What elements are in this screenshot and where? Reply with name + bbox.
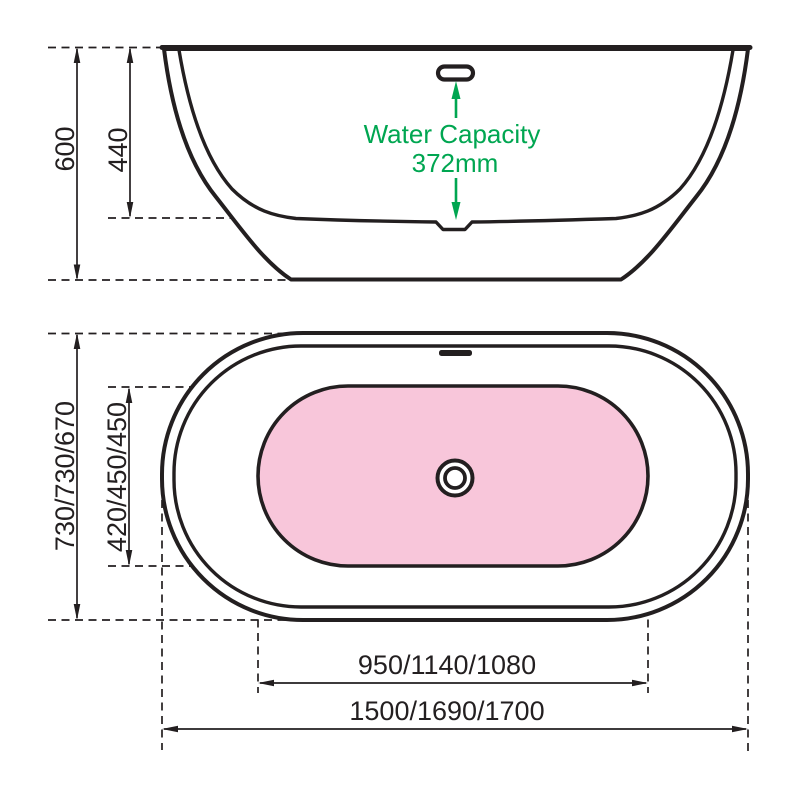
dimension-overall-length: 1500/1690/1700 bbox=[162, 696, 748, 733]
drain-icon bbox=[435, 458, 475, 498]
capacity-arrowhead-down bbox=[451, 202, 461, 220]
tub-plan-inner-rim bbox=[172, 344, 738, 609]
arrowhead-left bbox=[162, 725, 178, 733]
top-view: 730/730/670 420/450/450 950/1140/1080 bbox=[48, 331, 750, 752]
arrowhead-down bbox=[125, 550, 133, 566]
overall-length-label: 1500/1690/1700 bbox=[349, 696, 544, 726]
capacity-arrowhead-up bbox=[451, 81, 461, 99]
arrowhead-up bbox=[73, 333, 81, 349]
dimension-inner-length: 950/1140/1080 bbox=[258, 650, 648, 687]
arrowhead-up bbox=[73, 47, 81, 63]
arrowhead-right bbox=[732, 725, 748, 733]
arrowhead-left bbox=[258, 679, 274, 687]
arrowhead-up bbox=[125, 387, 133, 403]
inner-width-label: 420/450/450 bbox=[102, 402, 132, 552]
drain-outer-ring bbox=[435, 458, 475, 498]
overall-height-label: 600 bbox=[50, 126, 80, 171]
arrowhead-up bbox=[126, 47, 134, 63]
inner-length-label: 950/1140/1080 bbox=[358, 650, 536, 680]
tub-outer-profile bbox=[162, 47, 750, 282]
water-capacity-value: 372mm bbox=[412, 148, 499, 178]
drain-inner-ring bbox=[443, 466, 467, 490]
overflow-slot-icon bbox=[439, 350, 472, 356]
dimension-inner-depth: 440 bbox=[103, 47, 134, 218]
water-capacity-label: Water Capacity bbox=[364, 119, 541, 149]
tub-inner-bowl bbox=[177, 48, 735, 232]
arrowhead-down bbox=[73, 264, 81, 281]
dimension-inner-width: 420/450/450 bbox=[102, 387, 133, 566]
inner-depth-label: 440 bbox=[103, 127, 133, 172]
water-capacity-annotation: Water Capacity 372mm bbox=[364, 81, 541, 220]
arrowhead-right bbox=[632, 679, 648, 687]
overflow-icon bbox=[435, 64, 476, 82]
side-view: 600 440 Water Capacity 372mm bbox=[48, 45, 753, 282]
dimension-overall-width: 730/730/670 bbox=[50, 333, 81, 620]
overall-width-label: 730/730/670 bbox=[50, 401, 80, 551]
dimension-overall-height: 600 bbox=[50, 47, 81, 281]
arrowhead-down bbox=[126, 202, 134, 218]
arrowhead-down bbox=[73, 604, 81, 620]
